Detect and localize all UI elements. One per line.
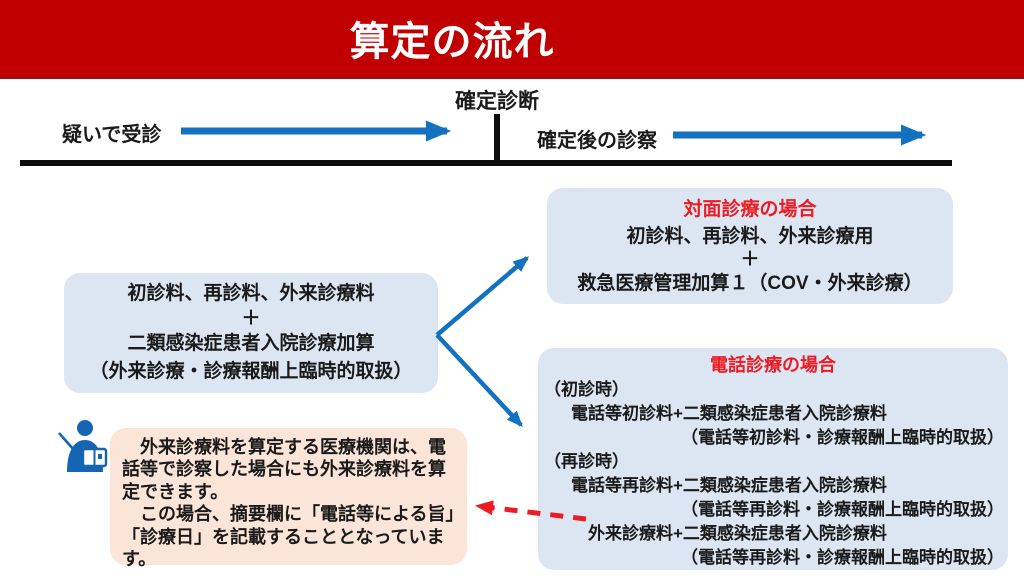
face-to-face-line-2: 救急医療管理加算１（COV・外来診療） — [577, 273, 923, 294]
timeline-label-confirmed-diagnosis: 確定診断 — [455, 90, 539, 113]
base-fee-line-3: （外来診療・診療報酬上臨時的取扱） — [89, 361, 413, 382]
telephone-revisit-fees: 電話等再診料+二類感染症患者入院診療料 — [571, 476, 887, 495]
telephone-first-visit-fees: 電話等初診料+二類感染症患者入院診療料 — [571, 404, 887, 423]
base-fee-box: 初診料、再診料、外来診療料 ＋ 二類感染症患者入院診療加算 （外来診療・診療報酬… — [64, 273, 438, 393]
note-paragraph-1: 外来診療料を算定する医療機関は、電話等で診察した場合にも外来診療料を算定できます… — [122, 437, 446, 502]
telephone-first-visit-note: （電話等初診料・診療報酬上臨時的取扱） — [681, 428, 1004, 447]
base-fee-line-1: 初診料、再診料、外来診療料 — [127, 283, 375, 304]
timeline-label-suspected-visit: 疑いで受診 — [62, 124, 162, 146]
face-to-face-title: 対面診療の場合 — [683, 199, 817, 220]
slide-header: 算定の流れ — [0, 0, 1024, 79]
fork-arrow-to-face-box — [435, 256, 530, 337]
telephone-title: 電話診療の場合 — [710, 355, 836, 375]
note-box: 外来診療料を算定する医療機関は、電話等で診察した場合にも外来診療料を算定できます… — [110, 428, 467, 569]
page-title: 算定の流れ — [349, 20, 555, 64]
telephone-outpatient-fees: 外来診療料+二類感染症患者入院診療料 — [588, 524, 887, 543]
telephone-first-visit-label: （初診時） — [544, 380, 629, 399]
telephone-box: 電話診療の場合 （初診時） 電話等初診料+二類感染症患者入院診療料 （電話等初診… — [538, 348, 1008, 570]
timeline-axis — [20, 160, 952, 166]
timeline-tick — [494, 114, 500, 162]
face-to-face-line-1: 初診料、再診料、外来診療用 — [626, 226, 874, 247]
telephone-revisit-note: （電話等再診料・診療報酬上臨時的取扱） — [681, 500, 1004, 519]
plus-sign: ＋ — [740, 249, 760, 270]
face-to-face-box: 対面診療の場合 初診料、再診料、外来診療用 ＋ 救急医療管理加算１（COV・外来… — [547, 188, 953, 304]
presenter-icon — [58, 420, 108, 472]
plus-sign: ＋ — [241, 308, 261, 329]
note-paragraph-2: この場合、摘要欄に「電話等による旨」「診療日」を記載することとなっています。 — [122, 504, 455, 570]
timeline-label-post-confirmation: 確定後の診察 — [537, 130, 657, 152]
base-fee-line-2: 二類感染症患者入院診療加算 — [127, 333, 375, 354]
fork-arrow-to-phone-box — [435, 333, 523, 427]
telephone-revisit-label: （再診時） — [544, 452, 629, 471]
telephone-outpatient-note: （電話等再診料・診療報酬上臨時的取扱） — [681, 548, 1004, 567]
